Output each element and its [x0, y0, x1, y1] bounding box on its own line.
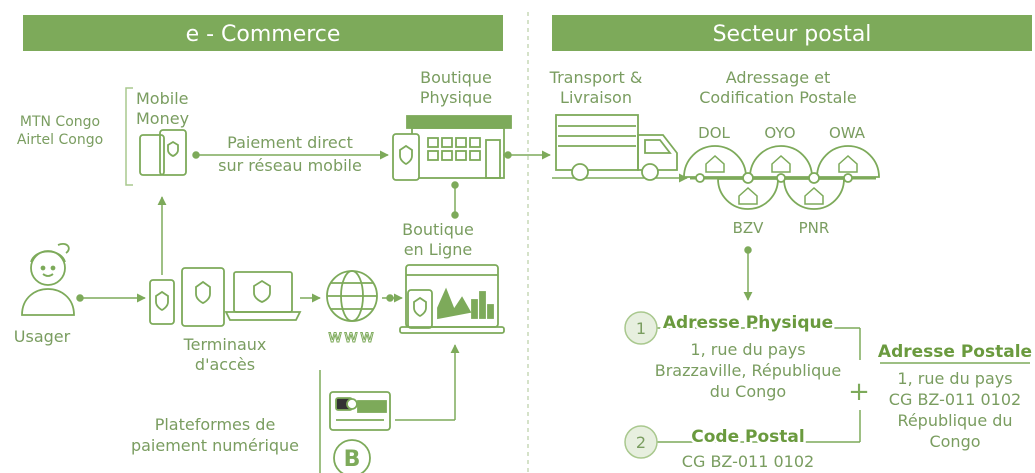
region-bzv: BZV [733, 219, 765, 237]
plateformes-line1: Plateformes de [155, 415, 276, 434]
step-2-line1: CG BZ-011 0102 [682, 452, 814, 471]
step-1-title: Adresse Physique [663, 313, 833, 333]
regions-top: DOL OYO OWA [698, 124, 866, 142]
plateformes-line2: paiement numérique [131, 436, 299, 455]
mobile-money-line2: Money [136, 109, 189, 128]
store-icon [392, 115, 512, 181]
transport-line2: Livraison [560, 88, 632, 107]
payment-direct-line1: Paiement direct [227, 133, 353, 152]
adresse-postale: Adresse Postale 1, rue du pays CG BZ-011… [878, 342, 1032, 451]
step-1: 1 Adresse Physique 1, rue du pays Brazza… [624, 311, 861, 401]
transport-line1: Transport & [549, 68, 643, 87]
connectors [76, 150, 753, 473]
terminaux-label: Terminaux d'accès [183, 335, 267, 374]
plateformes-label: Plateformes de paiement numérique [131, 415, 299, 455]
boutique-physique-label: Boutique Physique [420, 68, 492, 107]
phone-icon [149, 279, 175, 325]
payment-direct-line2: sur réseau mobile [218, 156, 362, 175]
phone-icon [139, 129, 187, 176]
mobile-money-label: Mobile Money [136, 89, 189, 128]
region-pnr: PNR [799, 219, 830, 237]
regions-bottom: BZV PNR [733, 219, 830, 237]
boutique-en-ligne-line1: Boutique [402, 220, 474, 239]
boutique-physique-line1: Boutique [420, 68, 492, 87]
mobile-money-line1: Mobile [136, 89, 188, 108]
svg-text:B: B [344, 447, 361, 472]
postal-header-text: Secteur postal [713, 22, 872, 47]
boutique-physique-line2: Physique [420, 88, 492, 107]
credit-card-icon [329, 391, 391, 431]
adressage-label: Adressage et Codification Postale [699, 68, 857, 107]
adressage-line2: Codification Postale [699, 88, 857, 107]
operator-mtn: MTN Congo [20, 114, 100, 130]
house-icon [705, 154, 858, 205]
step-1-number: 1 [636, 319, 646, 338]
adresse-postale-line4: Congo [929, 432, 980, 451]
user-icon [21, 243, 75, 316]
adresse-postale-title: Adresse Postale [878, 342, 1032, 362]
ecommerce-header: e - Commerce [23, 15, 503, 51]
mobile-operators: MTN Congo Airtel Congo [17, 114, 103, 148]
plus-sign: + [848, 377, 870, 407]
step-2-title: Code Postal [691, 427, 804, 447]
ecommerce-header-text: e - Commerce [186, 22, 341, 47]
usager-label: Usager [14, 327, 71, 346]
tablet-icon [181, 267, 225, 327]
terminaux-line2: d'accès [195, 355, 255, 374]
mobile-money-bracket [125, 87, 133, 186]
step-1-line1: 1, rue du pays [690, 340, 805, 359]
truck-icon [555, 114, 678, 181]
postal-header: Secteur postal [552, 15, 1032, 51]
bitcoin-icon: B [333, 439, 371, 473]
step-1-line3: du Congo [710, 382, 786, 401]
region-owa: OWA [829, 124, 866, 142]
terminaux-line1: Terminaux [183, 335, 267, 354]
adresse-postale-line2: CG BZ-011 0102 [889, 390, 1021, 409]
step-2: 2 Code Postal CG BZ-011 0102 [624, 410, 861, 471]
region-chain [683, 145, 880, 210]
operator-airtel: Airtel Congo [17, 132, 103, 148]
boutique-en-ligne-label: Boutique en Ligne [402, 220, 474, 259]
adresse-postale-line1: 1, rue du pays [897, 369, 1012, 388]
adresse-postale-line3: République du [897, 411, 1012, 430]
adressage-line1: Adressage et [726, 68, 831, 87]
step-1-line2: Brazzaville, République [655, 361, 842, 380]
payment-direct-label: Paiement direct sur réseau mobile [218, 133, 362, 175]
boutique-en-ligne-line2: en Ligne [404, 240, 473, 259]
globe-icon [326, 270, 378, 322]
region-dol: DOL [698, 124, 730, 142]
www-label: www [328, 327, 376, 347]
step-2-number: 2 [636, 433, 646, 452]
online-store-icon [399, 264, 505, 334]
region-oyo: OYO [764, 124, 795, 142]
laptop-icon [224, 271, 302, 321]
transport-label: Transport & Livraison [549, 68, 643, 107]
